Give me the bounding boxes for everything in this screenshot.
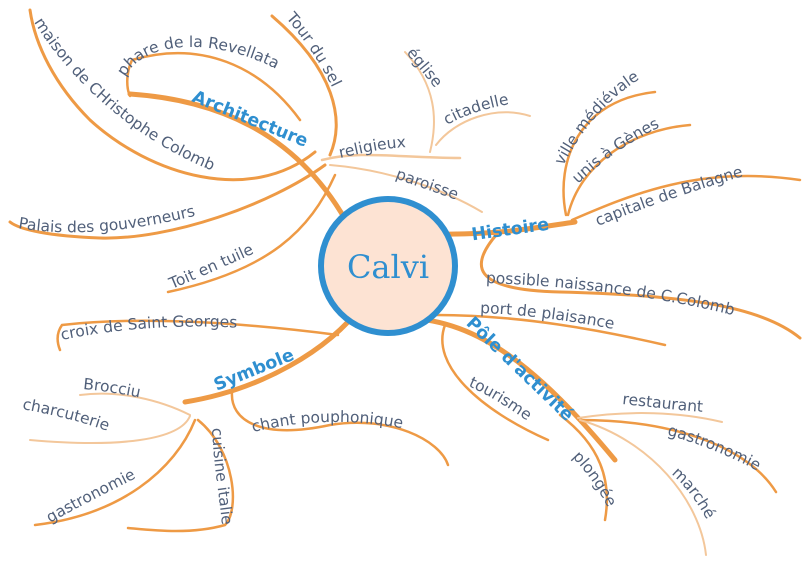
branch-charcuterie [29, 415, 191, 444]
leaf-croix[interactable]: croix de Saint Georges [59, 313, 238, 344]
leaf-phare[interactable]: phare de la Revellata [113, 33, 282, 79]
branch-naissance [479, 232, 802, 340]
branch-religieux [320, 153, 462, 162]
branch-chant [230, 390, 450, 467]
branch-unis [566, 123, 692, 217]
leaf-brocciu-text: Brocciu [82, 375, 142, 401]
leaf-capitale-text: capitale de Balagne [593, 163, 745, 230]
center-node[interactable] [318, 196, 458, 336]
branch-gastro2 [578, 418, 778, 494]
leaf-citadelle-text: citadelle [440, 90, 510, 128]
leaf-religieux[interactable]: religieux [337, 133, 406, 162]
leaf-toit[interactable]: Toit en tuile [165, 240, 256, 293]
branch-palais [8, 163, 327, 240]
branch-croix [56, 319, 340, 352]
leaf-chant-text: chant pouphonique [250, 408, 405, 436]
leaf-chant[interactable]: chant pouphonique [250, 408, 405, 436]
branch-pole-main [402, 315, 618, 463]
branch-gastro1 [33, 418, 197, 527]
leaf-eglise[interactable]: église [403, 44, 446, 91]
leaf-brocciu[interactable]: Brocciu [82, 375, 142, 401]
leaf-charcuterie-text: charcuterie [21, 395, 112, 434]
branch-restaurant [577, 412, 723, 423]
branch-port [434, 313, 667, 347]
leaf-port[interactable]: port de plaisance [480, 299, 616, 333]
branch-paroisse [329, 164, 483, 213]
branch-maison [28, 8, 317, 182]
branch-architecture-main [127, 91, 353, 231]
leaf-charcuterie[interactable]: charcuterie [21, 395, 112, 434]
leaf-religieux-text: religieux [337, 133, 406, 162]
main-label-architecture[interactable]: Architecture [189, 87, 311, 152]
branch-phare [126, 52, 302, 122]
leaf-citadelle[interactable]: citadelle [440, 90, 510, 128]
branch-marche [579, 419, 707, 556]
branch-tour-du-sel [270, 14, 338, 157]
leaf-eglise-text: église [403, 44, 446, 91]
leaf-tour-du-sel[interactable]: Tour du sel [282, 8, 345, 89]
branch-plongee [558, 413, 609, 522]
branch-brocciu [79, 392, 191, 416]
branch-ville [562, 90, 657, 217]
leaf-tour-du-sel-text: Tour du sel [282, 8, 345, 89]
branch-eglise [404, 51, 435, 153]
center-label: Calvi [347, 248, 429, 286]
branch-histoire-main [437, 219, 578, 237]
main-label-histoire[interactable]: Histoire [470, 215, 550, 246]
branch-tourisme [441, 323, 550, 442]
leaf-croix-text: croix de Saint Georges [59, 313, 238, 344]
branch-toit [166, 173, 337, 294]
leaf-phare-text: phare de la Revellata [113, 33, 282, 79]
leaf-toit-text: Toit en tuile [165, 240, 256, 293]
leaf-port-text: port de plaisance [480, 299, 616, 333]
branch-citadelle [435, 111, 531, 146]
leaf-capitale[interactable]: capitale de Balagne [593, 163, 745, 230]
branch-cuisine [126, 418, 235, 533]
branch-capitale [570, 174, 802, 222]
